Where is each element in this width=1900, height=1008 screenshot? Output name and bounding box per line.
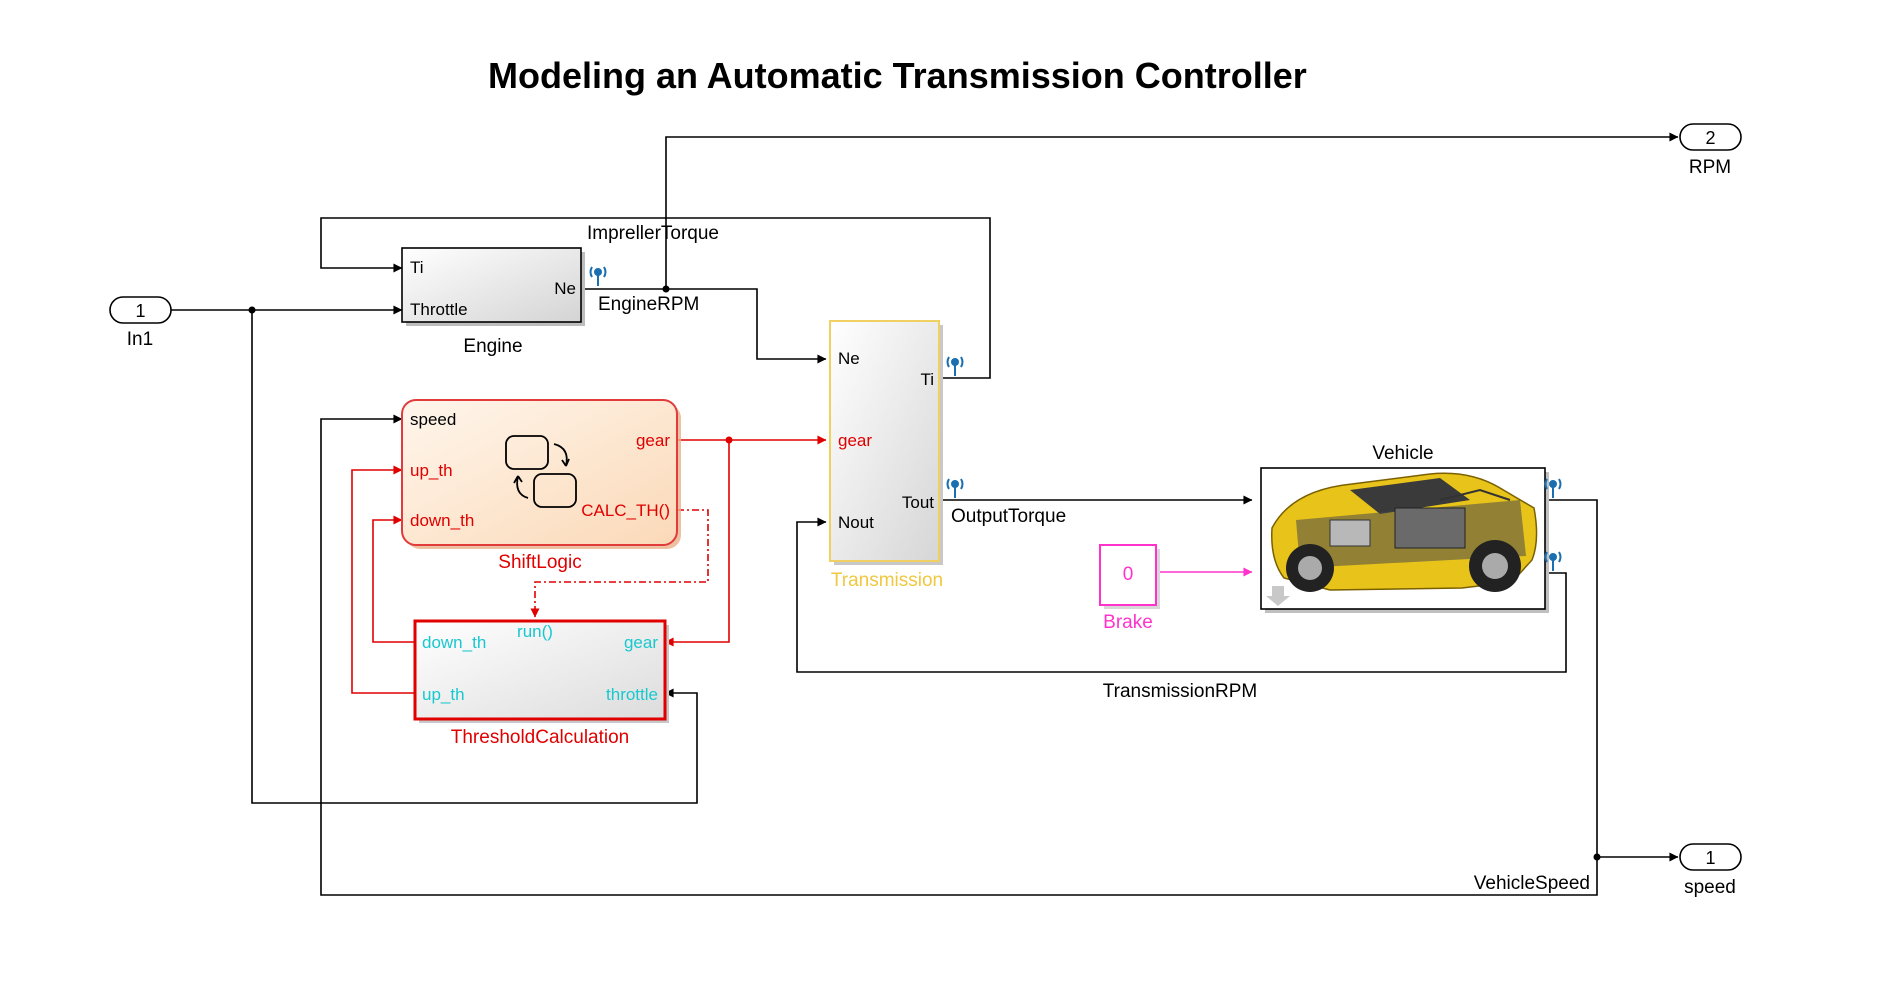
line-down-th (372, 515, 415, 643)
line-engine-rpm (585, 288, 827, 364)
transmission-block[interactable]: Ne gear Nout Ti Tout Transmission (829, 320, 943, 591)
signal-label-engine-rpm: EngineRPM (598, 294, 699, 315)
transmission-label: Transmission (831, 570, 943, 591)
line-function-call (530, 509, 709, 618)
signal-label-impeller-torque: ImprellerTorque (587, 223, 719, 244)
inport-label: In1 (127, 329, 153, 350)
line-up-th (351, 465, 415, 694)
shiftlogic-chart[interactable]: speed up_th down_th gear CALC_TH() Shift… (401, 399, 681, 573)
vehicle-label: Vehicle (1372, 443, 1433, 464)
shiftlogic-port-gear: gear (636, 431, 670, 450)
shiftlogic-label: ShiftLogic (498, 552, 581, 573)
line-impeller-torque (320, 217, 991, 379)
shiftlogic-port-down-th: down_th (410, 511, 474, 530)
engine-label: Engine (463, 336, 522, 357)
line-in1-throttle-branch (251, 310, 698, 804)
brake-label: Brake (1103, 612, 1153, 633)
branch-point (1593, 853, 1601, 861)
signal-logging-icon (1544, 551, 1562, 571)
threshold-port-run: run() (517, 622, 553, 641)
transmission-port-tout: Tout (902, 493, 934, 512)
transmission-port-ti: Ti (920, 370, 934, 389)
threshold-port-up-th: up_th (422, 685, 465, 704)
branch-point (248, 306, 256, 314)
transmission-port-gear: gear (838, 431, 872, 450)
threshold-port-down-th: down_th (422, 633, 486, 652)
signal-label-transmission-rpm: TransmissionRPM (1103, 681, 1258, 702)
signal-logging-icon (946, 478, 964, 498)
line-vehicle-speed (1535, 499, 1679, 862)
engine-port-throttle: Throttle (410, 300, 468, 319)
arrow-down-icon (1266, 586, 1290, 606)
threshold-port-throttle: throttle (606, 685, 658, 704)
line-speed-feedback (320, 414, 1598, 896)
inport-in1[interactable]: 1 In1 (109, 296, 172, 350)
car-cutaway-image (1271, 472, 1538, 592)
stateflow-chart-icon (505, 435, 577, 508)
outport-number: 1 (1705, 848, 1715, 868)
engine-port-ne: Ne (554, 279, 576, 298)
shiftlogic-port-up-th: up_th (410, 461, 453, 480)
brake-value: 0 (1123, 564, 1134, 585)
inport-number: 1 (135, 301, 145, 321)
branch-point (662, 285, 670, 293)
outport-rpm[interactable]: 2 RPM (1679, 123, 1742, 178)
threshold-calculation-block[interactable]: run() down_th up_th gear throttle Thresh… (413, 619, 669, 748)
transmission-port-nout: Nout (838, 513, 874, 532)
outport-label: RPM (1689, 157, 1731, 178)
threshold-label: ThresholdCalculation (451, 727, 630, 748)
signal-logging-icon (1544, 478, 1562, 498)
outport-number: 2 (1705, 128, 1715, 148)
line-rpm-out (665, 132, 1679, 289)
signal-logging-icon (589, 266, 607, 286)
engine-port-ti: Ti (410, 258, 424, 277)
threshold-port-gear: gear (624, 633, 658, 652)
shiftlogic-port-calc-th: CALC_TH() (581, 501, 670, 520)
signal-logging-icon (946, 356, 964, 376)
transmission-port-ne: Ne (838, 349, 860, 368)
line-transmission-rpm (796, 517, 1567, 673)
outport-label: speed (1684, 877, 1736, 898)
line-gear-threshold (664, 440, 730, 647)
branch-point (725, 436, 733, 444)
outport-speed[interactable]: 1 speed (1679, 843, 1742, 898)
page-title: Modeling an Automatic Transmission Contr… (488, 55, 1307, 96)
brake-constant-block[interactable]: 0 Brake (1099, 544, 1160, 633)
signal-label-vehicle-speed: VehicleSpeed (1474, 873, 1590, 894)
vehicle-block[interactable]: Vehicle (1260, 443, 1549, 613)
engine-block[interactable]: Ti Throttle Ne Engine (401, 247, 585, 357)
shiftlogic-port-speed: speed (410, 410, 456, 429)
signal-label-output-torque: OutputTorque (951, 506, 1066, 527)
